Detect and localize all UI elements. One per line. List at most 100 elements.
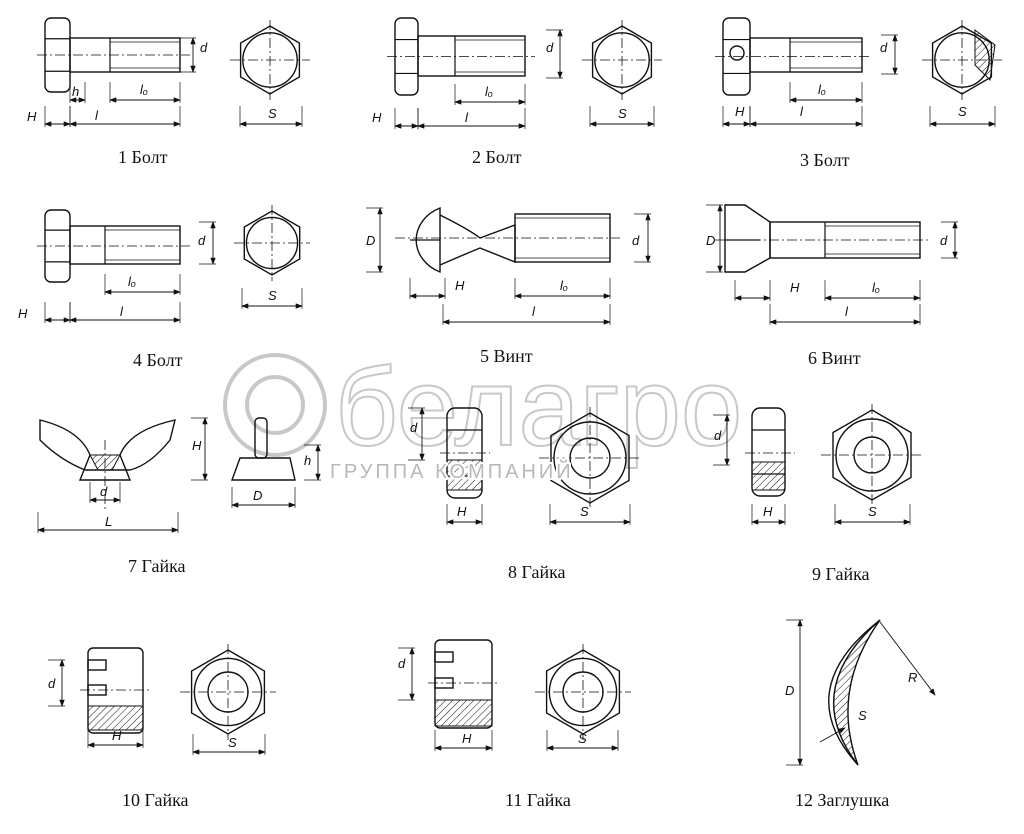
dim-h-label: h <box>304 453 311 468</box>
figure-11: 11 Гайка dH S 12 Заглушка D R S <box>398 619 936 810</box>
dim-S-label: S <box>268 288 277 303</box>
figure-caption: 4 Болт <box>133 350 183 370</box>
watermark-logo-inner <box>245 375 305 435</box>
dim-D-label: D <box>366 233 375 248</box>
dim-D-label: D <box>253 488 262 503</box>
hexagon-view <box>243 210 301 276</box>
dim-H-label: H <box>112 728 122 743</box>
dim-L-label: L <box>105 514 112 529</box>
dim-l0-label: lₒ <box>560 278 568 293</box>
figure-caption: 12 Заглушка <box>795 790 889 810</box>
nut-section-hatch <box>87 705 144 731</box>
dim-H-label: H <box>27 109 37 124</box>
screw-thread <box>514 213 611 263</box>
dim-h-label: h <box>72 84 79 99</box>
figure-10: 10 Гайка dH S 11 Гайка dH S 12 Заглушка D R S <box>48 619 936 810</box>
figure-caption: 9 Гайка <box>812 564 870 584</box>
dim-l-label: l <box>120 304 124 319</box>
figure-caption: 6 Винт <box>808 348 861 368</box>
dim-l-label: l <box>800 104 804 119</box>
dim-S-label: S <box>958 104 967 119</box>
figure-12: 12 Заглушка D R S <box>785 619 936 810</box>
dim-H-label: H <box>18 306 28 321</box>
dim-d-label: d <box>100 484 108 499</box>
dim-D-label: D <box>785 683 794 698</box>
dim-S-label: S <box>578 731 587 746</box>
bolt-shank <box>417 35 526 77</box>
bolt-shank <box>749 37 863 73</box>
dim-H-label: H <box>735 104 745 119</box>
dim-d-label: d <box>398 656 406 671</box>
section-hatch <box>974 29 996 82</box>
dim-l-label: l <box>532 304 536 319</box>
dim-R-label: R <box>908 670 917 685</box>
dim-d-label: d <box>198 233 206 248</box>
nut-section-hatch <box>751 461 786 491</box>
thread-circle <box>569 437 611 479</box>
cap-outline <box>828 619 881 766</box>
watermark-subtitle: ГРУППА КОМПАНИЙ <box>330 459 574 483</box>
dim-l-label: l <box>95 108 99 123</box>
dim-d-label: d <box>410 420 418 435</box>
dim-d-label: d <box>940 233 948 248</box>
thickness-line <box>819 727 846 743</box>
screw-round-head <box>415 206 441 274</box>
head-hole <box>729 45 745 61</box>
radius-line <box>879 621 936 696</box>
dim-l0-label: lₒ <box>140 82 148 97</box>
dim-S-label: S <box>868 504 877 519</box>
dim-H-label: H <box>372 110 382 125</box>
dim-d-label: d <box>632 233 640 248</box>
dim-d-label: d <box>200 40 208 55</box>
figure-caption: 3 Болт <box>800 150 850 170</box>
slot <box>87 659 107 671</box>
figure-caption: 11 Гайка <box>505 790 571 810</box>
nut-side <box>751 407 786 497</box>
dim-l0-label: lₒ <box>818 82 826 97</box>
screw-neck <box>439 214 516 266</box>
figure-caption: 7 Гайка <box>128 556 186 576</box>
dim-d-label: d <box>48 676 56 691</box>
figure-caption: 5 Винт <box>480 346 533 366</box>
figure-caption: 8 Гайка <box>508 562 566 582</box>
figure-caption: 1 Болт <box>118 147 168 167</box>
nut-section-hatch <box>434 699 493 727</box>
dim-H-label: H <box>455 278 465 293</box>
dim-d-label: d <box>880 40 888 55</box>
dim-l-label: l <box>845 304 849 319</box>
watermark-logo-icon <box>223 353 327 457</box>
thread-circle <box>853 436 891 474</box>
dim-S-label: S <box>268 106 277 121</box>
dim-H-label: H <box>763 504 773 519</box>
wing-nut-side <box>231 457 296 481</box>
bolt-shank <box>69 225 181 265</box>
dim-S-label: S <box>858 708 867 723</box>
dim-H-label: H <box>462 731 472 746</box>
dim-H-label: H <box>457 504 467 519</box>
thread-circle <box>562 671 604 713</box>
slot <box>434 651 454 663</box>
dim-d-label: d <box>546 40 554 55</box>
dim-l-label: l <box>465 110 469 125</box>
figure-caption: 10 Гайка <box>122 790 189 810</box>
dim-l0-label: lₒ <box>128 274 136 289</box>
wing-nut-front <box>39 419 176 481</box>
dim-l0-label: lₒ <box>485 84 493 99</box>
dim-H-label: H <box>790 280 800 295</box>
dim-l0-label: lₒ <box>872 280 880 295</box>
watermark: белагро <box>223 345 743 470</box>
dim-S-label: S <box>228 735 237 750</box>
dim-S-label: S <box>580 504 589 519</box>
figure-caption: 2 Болт <box>472 147 522 167</box>
thread-circle <box>207 671 249 713</box>
dim-H-label: H <box>192 438 202 453</box>
